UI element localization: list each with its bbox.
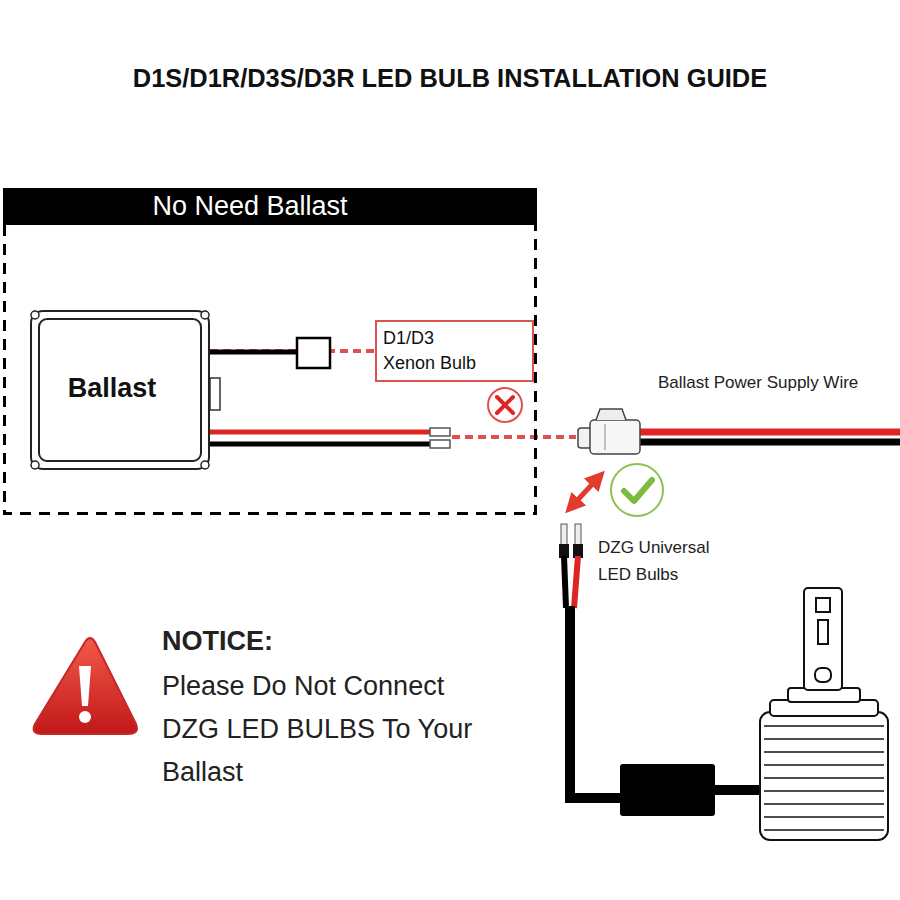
plug-body: [590, 420, 640, 454]
right-circle: [611, 464, 663, 516]
plug-ridge: [605, 424, 606, 450]
led-bulb: [760, 588, 888, 840]
xenon-bulb-label: D1/D3 Xenon Bulb: [383, 326, 484, 376]
warning-triangle: [34, 638, 137, 734]
black-wire: [210, 442, 432, 447]
bulb-heatsink: [760, 712, 888, 840]
dashed-connector: [210, 349, 375, 353]
main-cable: [713, 785, 764, 795]
black-wire: [564, 556, 566, 608]
red-wire: [574, 556, 578, 608]
led-chip: [818, 620, 828, 644]
pin-terminal: [430, 440, 450, 448]
heatsink-fin: [764, 764, 884, 766]
wrong-mark: [488, 388, 522, 422]
xenon-bulb-box: D1/D3 Xenon Bulb: [375, 320, 534, 382]
black-wire: [210, 350, 298, 355]
header-band: No Need Ballast: [3, 188, 537, 225]
dashed-region: Ballast D1/D3 Xenon Bulb No Need Ballast: [3, 188, 537, 515]
heatsink-fins: [764, 726, 884, 830]
dashed-outline: [5, 225, 536, 514]
warning-dot: [79, 711, 91, 723]
led-column: [804, 588, 842, 690]
title: D1S/D1R/D3S/D3R LED BULB INSTALLATION GU…: [0, 64, 900, 93]
red-wire: [210, 430, 432, 435]
ballast-screw: [31, 311, 39, 319]
plug-latch: [596, 409, 626, 420]
ballast-output-wire: [210, 338, 330, 368]
ballast-screw: [201, 461, 209, 469]
swap-arrow: [572, 478, 598, 506]
warning-sign: [34, 638, 137, 734]
red-wire: [640, 429, 900, 436]
heatsink-fin: [764, 790, 884, 792]
bulb-label: DZG Universal LED Bulbs: [598, 534, 723, 588]
wrong-circle: [488, 388, 522, 422]
wire-sleeve: [573, 544, 583, 558]
heatsink-fin: [764, 725, 884, 727]
heatsink-fin: [764, 738, 884, 740]
pin-terminal: [575, 524, 581, 546]
pin-terminal: [561, 524, 567, 546]
cable-filter-box: [620, 764, 715, 816]
right-mark: [611, 464, 663, 516]
pin-terminal: [430, 428, 450, 436]
led-chip: [816, 598, 830, 612]
heatsink-fin: [764, 816, 884, 818]
ballast-outer: [31, 311, 209, 469]
ballast-screw: [201, 311, 209, 319]
ballast-box: Ballast: [30, 310, 210, 470]
wrong-cross: [497, 397, 513, 413]
ballast-power-wires: [210, 428, 450, 448]
black-wire: [640, 439, 900, 446]
notice-heading: NOTICE:: [162, 623, 273, 659]
ballast-inner: [39, 319, 201, 461]
red-dashed-link: [452, 435, 576, 439]
ballast-tab: [210, 378, 220, 410]
heatsink-fin: [764, 829, 884, 831]
led-bulb-cable: [559, 524, 764, 816]
bulb-connector: [297, 338, 330, 368]
ballast-screw: [31, 461, 39, 469]
heatsink-fin: [764, 751, 884, 753]
warning-bar: [79, 666, 91, 706]
main-cable: [570, 606, 622, 798]
heatsink-fin: [764, 777, 884, 779]
ballast-label: Ballast: [68, 373, 157, 404]
right-tick: [624, 480, 652, 501]
wire-sleeve: [559, 544, 569, 558]
wire-label: Ballast Power Supply Wire: [658, 372, 858, 394]
led-chip: [815, 668, 831, 682]
notice-text: Please Do Not Connect DZG LED BULBS To Y…: [162, 665, 497, 794]
heatsink-fin: [764, 803, 884, 805]
power-supply-plug: [578, 409, 900, 454]
